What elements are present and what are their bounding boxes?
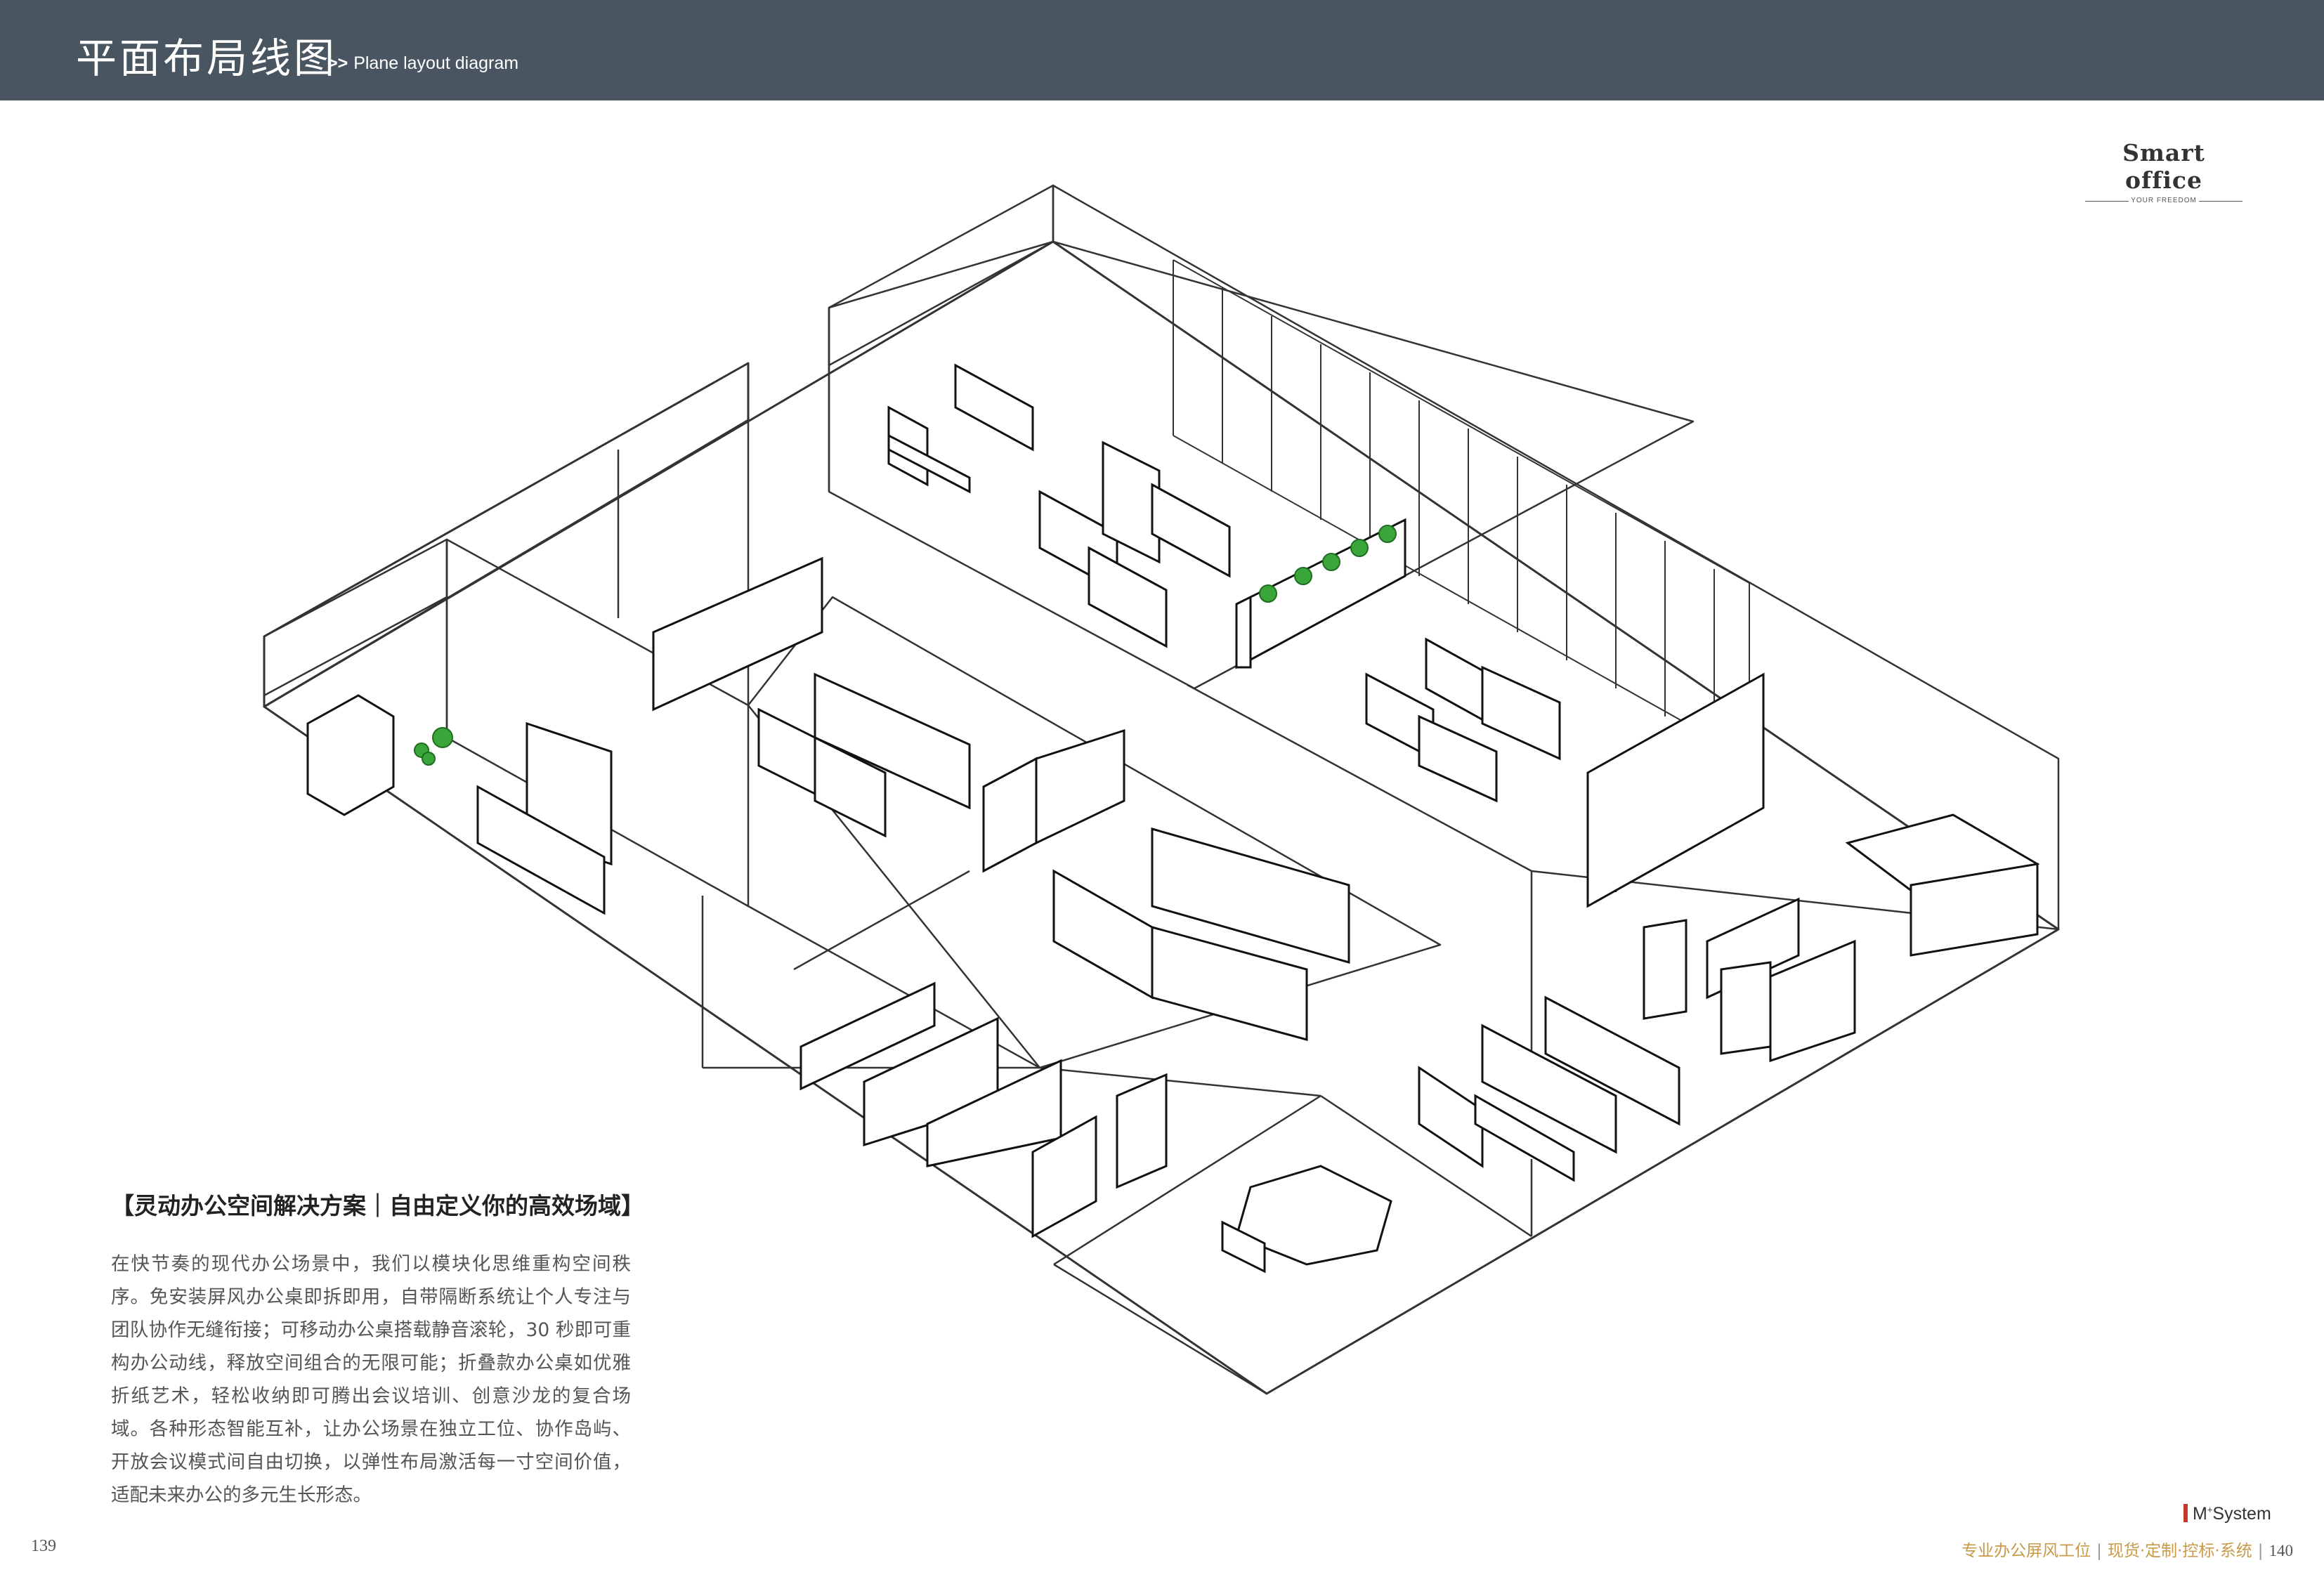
whiteboard-center — [982, 728, 1125, 873]
cabinet-left — [476, 721, 613, 915]
brand-tagline: YOUR FREEDOM — [2080, 197, 2248, 204]
plant-cabinet — [1235, 518, 1406, 669]
double-chevron-icon: >> — [327, 53, 348, 73]
plant-icon — [1294, 567, 1312, 585]
desk-cluster-center-left — [757, 672, 971, 838]
brand-mark-sup: + — [2207, 1504, 2213, 1515]
furniture — [306, 363, 2040, 1274]
footer-tagline: 专业办公屏风工位 — [1961, 1542, 2091, 1560]
brand-system: System — [2212, 1504, 2271, 1524]
article-body: 在快节奏的现代办公场景中，我们以模块化思维重构空间秩序。免安装屏风办公桌即拆即用… — [111, 1253, 631, 1506]
page-number-right: 140 — [2268, 1542, 2294, 1559]
article-heading: 【灵动办公空间解决方案｜自由定义你的高效场域】 — [111, 1192, 644, 1219]
plant-icon — [422, 752, 436, 766]
plant-icon — [432, 727, 453, 748]
wall-left-short — [263, 538, 448, 697]
bookshelf-right — [1586, 672, 1765, 908]
page-title: 平面布局线图 — [76, 34, 338, 82]
desk-cluster-upper — [887, 363, 1034, 494]
meeting-table — [1221, 1165, 1392, 1274]
footer-right: 专业办公屏风工位|现货·定制·控标·系统|140 — [1961, 1542, 2294, 1560]
whiteboard-lower — [1031, 1073, 1168, 1238]
plant-icon — [1350, 539, 1369, 557]
plant-icon — [1322, 553, 1340, 571]
footer-services: 现货·定制·控标·系统 — [2107, 1542, 2252, 1560]
booth-left — [306, 694, 395, 816]
brand-mark: M — [2193, 1504, 2207, 1524]
brand-bar-icon — [2183, 1504, 2188, 1522]
desk-cluster-mid-upper — [1038, 440, 1231, 648]
whiteboard-right — [1643, 919, 1772, 1055]
page-subtitle-text: Plane layout diagram — [353, 53, 519, 73]
article: 【灵动办公空间解决方案｜自由定义你的高效场域】 在快节奏的现代办公场景中，我们以… — [111, 1187, 644, 1512]
header-bar: 平面布局线图 >>Plane layout diagram — [0, 0, 2324, 100]
brand-name: Smart office — [2122, 139, 2205, 194]
desk-cluster-lower-left — [799, 981, 1062, 1167]
page-number-left: 139 — [31, 1537, 56, 1555]
zone-center — [747, 596, 1442, 1069]
shelf-left-top — [652, 556, 823, 712]
plant-icon — [1378, 525, 1397, 543]
desk-cluster-right-upper — [1365, 637, 1561, 803]
plant-icons — [414, 525, 1397, 766]
page-subtitle: >>Plane layout diagram — [327, 53, 518, 74]
plant-icon — [1259, 584, 1277, 603]
msystem-logo: M+System — [2183, 1504, 2271, 1524]
desk-cluster-far-right — [1845, 813, 2040, 957]
brand-logo: Smart office YOUR FREEDOM — [2080, 139, 2248, 204]
desk-cluster-center — [1052, 827, 1350, 1041]
desk-cluster-lower-right — [1418, 995, 1680, 1182]
